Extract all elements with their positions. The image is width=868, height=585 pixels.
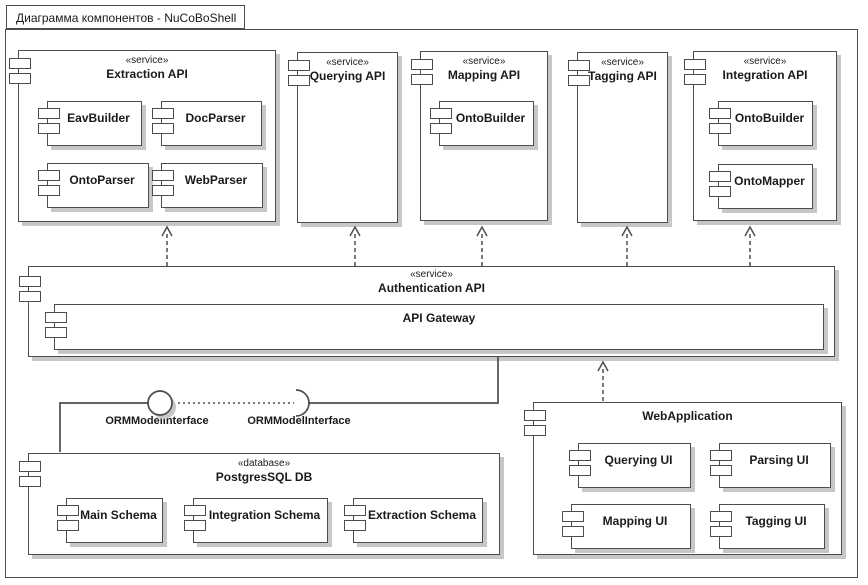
component-name: Mapping UI [602, 514, 668, 528]
provided-interface-label: ORMModelInterface [105, 415, 209, 427]
component-name: EavBuilder [67, 111, 130, 125]
uml-component-icon [569, 450, 591, 480]
component-ontobuilder: OntoBuilder [430, 101, 534, 146]
uml-component-icon [57, 505, 79, 535]
uml-component-icon [152, 108, 174, 138]
component-name: Querying UI [604, 453, 673, 467]
uml-component-icon [9, 58, 31, 88]
component-name: Mapping API [447, 68, 521, 82]
component-ontobuilder: OntoBuilder [709, 101, 813, 146]
component-docparser: DocParser [152, 101, 262, 146]
component-webapplication: WebApplication Querying UI Parsing UI Ma… [524, 402, 842, 555]
uml-component-icon [152, 170, 174, 200]
uml-component-icon [430, 108, 452, 138]
stereotype-label: «service» [743, 56, 787, 67]
component-mapping-api: «service» Mapping API OntoBuilder [411, 51, 548, 221]
component-name: Tagging API [588, 69, 657, 83]
uml-component-icon [710, 511, 732, 541]
stereotype-label: «service» [125, 55, 169, 66]
uml-component-icon [709, 108, 731, 138]
uml-component-icon [562, 511, 584, 541]
component-extraction-schema: Extraction Schema [344, 498, 483, 543]
component-tagging-ui: Tagging UI [710, 504, 825, 549]
required-interface-label: ORMModelInterface [247, 415, 351, 427]
component-webparser: WebParser [152, 163, 263, 208]
component-name: WebParser [184, 173, 248, 187]
component-main-schema: Main Schema [57, 498, 163, 543]
component-name: Parsing UI [749, 453, 809, 467]
stereotype-label: «service» [410, 269, 453, 280]
component-api-gateway: API Gateway [45, 304, 824, 350]
stereotype-label: «service» [462, 56, 506, 67]
uml-component-icon [411, 59, 433, 89]
diagram-title: Диаграмма компонентов - NuCoBoShell [6, 5, 245, 29]
component-querying-api: «service» Querying API [288, 52, 398, 223]
stereotype-label: «database» [237, 458, 291, 469]
uml-component-icon [45, 312, 67, 342]
component-ontomapper: OntoMapper [709, 164, 813, 209]
component-name: Integration API [722, 68, 808, 82]
component-name: Tagging UI [745, 514, 807, 528]
uml-component-icon [684, 59, 706, 89]
component-name: WebApplication [642, 409, 733, 423]
stereotype-label: «service» [326, 57, 369, 68]
stereotype-label: «service» [601, 57, 644, 68]
component-integration-api: «service» Integration API OntoBuilder On… [684, 51, 837, 221]
uml-component-icon [19, 461, 41, 491]
component-mapping-ui: Mapping UI [562, 504, 691, 549]
component-name: Integration Schema [208, 508, 321, 522]
component-tagging-api: «service» Tagging API [568, 52, 668, 223]
component-name: Extraction API [106, 67, 188, 81]
component-integration-schema: Integration Schema [184, 498, 328, 543]
uml-component-icon [344, 505, 366, 535]
uml-component-icon [184, 505, 206, 535]
component-name: Querying API [309, 69, 386, 83]
uml-component-icon [38, 170, 60, 200]
component-name: OntoBuilder [734, 111, 805, 125]
component-authentication-api: «service» Authentication API API Gateway [19, 266, 835, 357]
component-postgressql-db: «database» PostgresSQL DB Main Schema In… [19, 453, 500, 555]
component-name: DocParser [185, 111, 246, 125]
component-name: Authentication API [378, 281, 485, 295]
component-querying-ui: Querying UI [569, 443, 691, 488]
component-name: OntoParser [69, 173, 135, 187]
component-eavbuilder: EavBuilder [38, 101, 142, 146]
component-name: OntoBuilder [455, 111, 526, 125]
component-extraction-api: «service» Extraction API EavBuilder DocP… [9, 50, 276, 222]
component-name: OntoMapper [734, 174, 805, 188]
uml-component-icon [568, 60, 590, 90]
uml-component-icon [709, 171, 731, 201]
component-name: API Gateway [402, 311, 476, 325]
component-name: Main Schema [80, 508, 157, 522]
uml-component-icon [710, 450, 732, 480]
component-name: PostgresSQL DB [215, 470, 313, 484]
component-name: Extraction Schema [367, 508, 477, 522]
component-parsing-ui: Parsing UI [710, 443, 831, 488]
uml-component-icon [288, 60, 310, 90]
component-ontoparser: OntoParser [38, 163, 149, 208]
diagram-frame [5, 29, 858, 578]
uml-component-icon [19, 276, 41, 306]
uml-component-icon [524, 410, 546, 440]
uml-component-icon [38, 108, 60, 138]
